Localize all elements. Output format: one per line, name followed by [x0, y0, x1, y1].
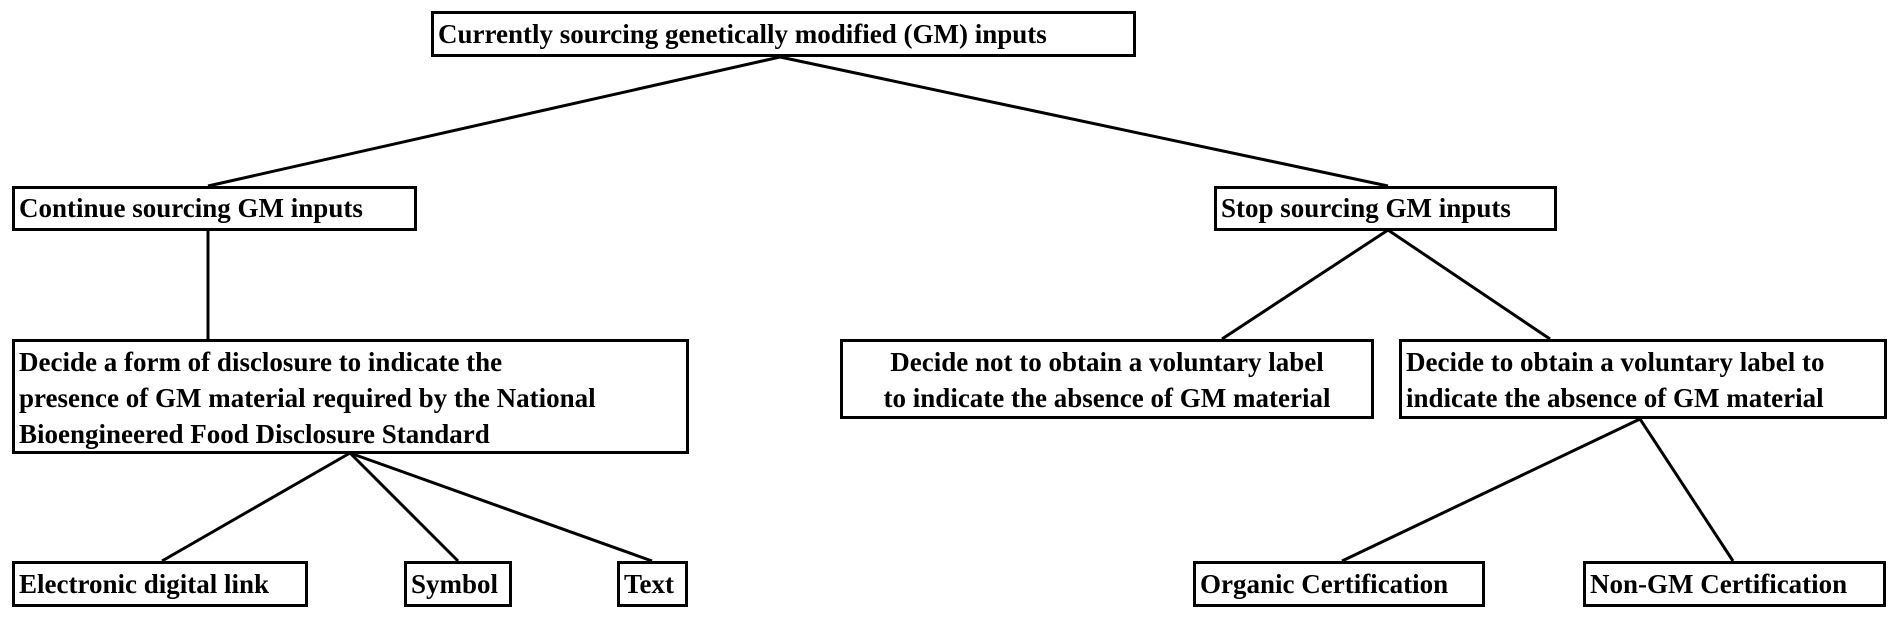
edge-label-organic: [1341, 417, 1641, 563]
node-label-line-2: indicate the absence of GM material: [1406, 383, 1824, 413]
edge-root-stop: [779, 55, 1389, 188]
node-nolabel-line-2: to indicate the absence of GM material: [883, 383, 1331, 413]
node-organic-certification: Organic Certification: [1193, 561, 1485, 607]
edge-label-nongm: [1638, 418, 1735, 562]
node-text: Text: [617, 561, 688, 607]
node-label-line-1: Decide to obtain a voluntary label to: [1406, 347, 1825, 377]
node-continue-sourcing: Continue sourcing GM inputs: [12, 186, 417, 231]
node-voluntary-label: Decide to obtain a voluntary label to in…: [1399, 339, 1887, 419]
edge-root-continue: [207, 55, 781, 188]
node-disclosure-line-3: Bioengineered Food Disclosure Standard: [19, 419, 490, 449]
node-continue-label: Continue sourcing GM inputs: [19, 193, 363, 223]
node-electronic-label: Electronic digital link: [19, 569, 270, 599]
edge-disclosure-electronic: [161, 451, 351, 563]
edge-disclosure-symbol: [348, 451, 460, 563]
edge-disclosure-text: [349, 451, 653, 563]
node-stop-sourcing: Stop sourcing GM inputs: [1214, 186, 1557, 231]
node-symbol: Symbol: [404, 561, 512, 607]
node-text-label: Text: [624, 569, 675, 599]
node-non-gm-certification: Non-GM Certification: [1583, 561, 1886, 607]
node-root: Currently sourcing genetically modified …: [431, 11, 1136, 57]
node-root-label: Currently sourcing genetically modified …: [438, 19, 1047, 49]
node-nolabel-line-1: Decide not to obtain a voluntary label: [890, 347, 1324, 377]
edge-stop-label: [1387, 228, 1551, 341]
node-stop-label: Stop sourcing GM inputs: [1221, 193, 1511, 223]
node-symbol-label: Symbol: [411, 569, 499, 599]
node-no-voluntary-label: Decide not to obtain a voluntary label t…: [840, 339, 1374, 419]
node-disclosure-form: Decide a form of disclosure to indicate …: [12, 339, 689, 454]
node-disclosure-line-2: presence of GM material required by the …: [19, 383, 596, 413]
node-disclosure-line-1: Decide a form of disclosure to indicate …: [19, 347, 503, 377]
node-organic-label: Organic Certification: [1200, 569, 1449, 599]
node-electronic-digital-link: Electronic digital link: [12, 561, 308, 607]
edge-stop-nolabel: [1221, 228, 1389, 341]
node-nongm-label: Non-GM Certification: [1590, 569, 1848, 599]
